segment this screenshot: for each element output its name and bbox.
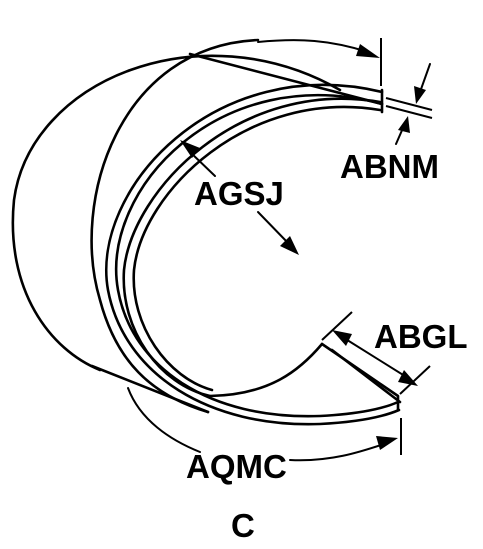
- aqmc-bottom-arc-left: [127, 387, 201, 453]
- bushing-rear-arc: [11, 54, 342, 372]
- bushing-top-edge: [188, 52, 384, 106]
- abgl-dimension-line: [343, 337, 409, 379]
- aqmc-top-arrowhead: [356, 44, 380, 58]
- abnm-leader-top: [419, 63, 431, 93]
- aqmc-bottom-arc-right: [289, 443, 385, 462]
- abnm-arrowhead-top: [414, 86, 426, 104]
- abnm-extension-1: [385, 97, 433, 111]
- abgl-arrowhead-2: [398, 370, 418, 386]
- bushing-bore-line-2: [132, 105, 382, 392]
- agsj-arrowhead-top: [180, 140, 200, 158]
- label-aqmc: AQMC: [186, 448, 287, 485]
- bushing-lower-split-edge: [208, 342, 324, 398]
- agsj-leader-bottom: [257, 211, 291, 246]
- agsj-arrowhead-bottom: [280, 236, 299, 255]
- label-abnm: ABNM: [340, 148, 439, 185]
- dimension-abnm: [385, 63, 433, 145]
- bushing-bore-line-1: [122, 97, 382, 398]
- bushing-outer-face-arc: [90, 38, 260, 414]
- dimension-agsj: [180, 140, 299, 255]
- dimension-abgl: [321, 311, 431, 395]
- bushing-front-rim-inner: [105, 83, 401, 426]
- bushing-front-rim-outer: [115, 93, 400, 418]
- label-abgl: ABGL: [374, 318, 468, 355]
- bushing-bottom-edge: [90, 364, 210, 414]
- label-view-c: C: [231, 507, 255, 544]
- abgl-extension-1: [321, 311, 353, 341]
- aqmc-bottom-arrowhead: [376, 436, 398, 450]
- abgl-extension-2: [399, 365, 431, 395]
- abnm-arrowhead-bottom: [398, 116, 410, 133]
- bushing-outline: [11, 38, 402, 426]
- aqmc-top-arc: [257, 39, 369, 53]
- dimension-aqmc: [127, 38, 402, 462]
- agsj-leader-top: [189, 151, 216, 177]
- abgl-arrowhead-1: [332, 330, 352, 346]
- abnm-extension-2: [385, 105, 433, 119]
- label-agsj: AGSJ: [194, 175, 284, 212]
- bushing-lower-split-face-2: [330, 348, 402, 404]
